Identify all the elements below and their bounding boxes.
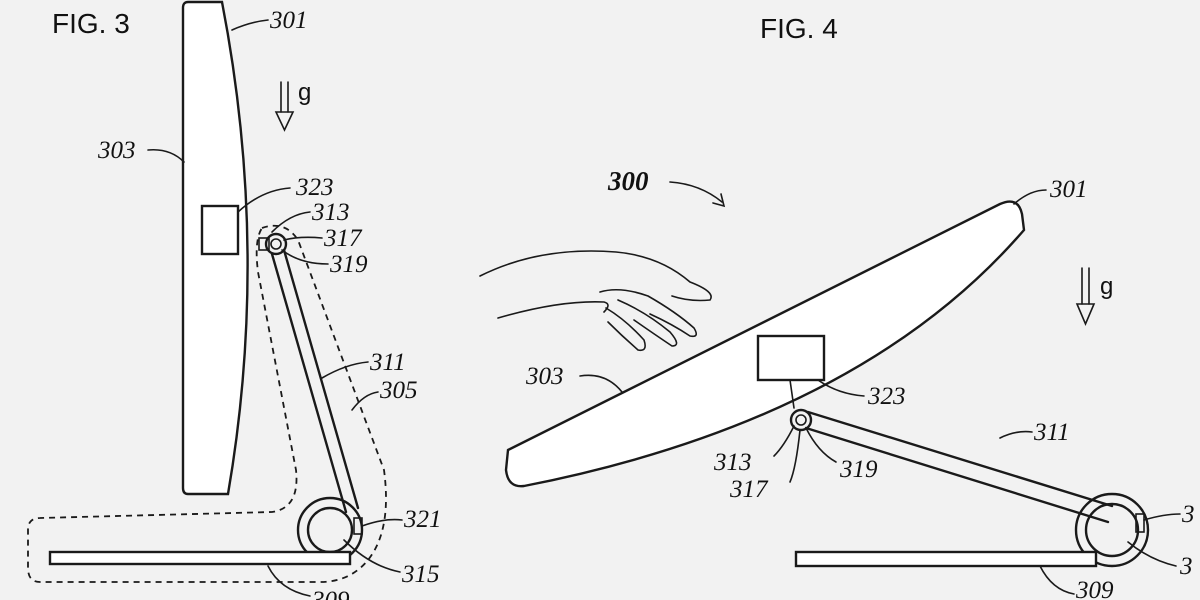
fig4-upper-hinge-pin: [795, 414, 807, 426]
fig4-upper-hinge: [789, 408, 813, 432]
fig3-leader-323: [237, 187, 291, 213]
fig4-base-detail: [1135, 513, 1145, 533]
fig4-label-309: 309: [1075, 577, 1114, 600]
fig3-label-321: 321: [403, 506, 442, 533]
fig3-display-module: [200, 204, 240, 256]
fig3-stand-outline: [27, 224, 387, 583]
fig3-gravity-arrow-head: [274, 111, 295, 132]
fig3-label-303: 303: [97, 137, 136, 164]
fig4-arrow-300: [669, 181, 723, 203]
fig4-label-cut-b: 3: [1179, 553, 1193, 580]
fig3-leader-301: [231, 19, 269, 31]
fig4-leader-cut-a: [1143, 513, 1181, 521]
fig4-label-cut-a: 3: [1181, 501, 1195, 528]
fig3-leader-321: [361, 518, 403, 527]
fig3-arm-edge-left: [270, 252, 348, 514]
fig4-label-323: 323: [867, 383, 906, 410]
fig4-leader-301: [1013, 189, 1047, 205]
fig4-display-module: [756, 334, 826, 382]
fig3-label-319: 319: [329, 251, 368, 278]
fig3-base-plate: [48, 550, 352, 566]
fig4-leader-323: [817, 379, 865, 397]
fig3-label-305: 305: [379, 377, 418, 404]
fig4-group: FIG. 4 300 g: [479, 13, 1195, 600]
fig4-label-313: 313: [713, 449, 752, 476]
fig3-label-311: 311: [369, 349, 406, 376]
fig3-group: FIG. 3 g: [27, 0, 442, 600]
fig3-upper-hinge-pin: [270, 238, 282, 250]
fig3-title: FIG. 3: [52, 8, 130, 39]
fig3-leader-303: [147, 148, 185, 163]
fig3-gravity-arrow-shaft: [280, 81, 289, 113]
fig4-leader-319: [805, 427, 837, 463]
fig4-base-plate: [794, 550, 1098, 568]
fig4-gravity-arrow-shaft: [1081, 267, 1090, 305]
fig3-leader-309: [267, 565, 311, 597]
fig4-leader-309: [1039, 565, 1075, 595]
fig3-leader-315: [343, 539, 401, 573]
fig3-label-309: 309: [311, 587, 350, 600]
fig4-lower-hinge-outer: [1074, 492, 1150, 568]
fig3-label-301: 301: [269, 7, 308, 34]
fig4-label-301: 301: [1049, 176, 1088, 203]
fig4-label-303: 303: [525, 363, 564, 390]
fig4-leader-cut-b: [1127, 541, 1177, 567]
fig4-arrow-300-head: [712, 193, 726, 208]
fig3-label-315: 315: [401, 561, 440, 588]
fig3-leader-305: [351, 391, 379, 411]
fig4-gravity-label: g: [1100, 273, 1113, 300]
fig3-label-323: 323: [295, 174, 334, 201]
fig3-lower-hinge-inner: [306, 506, 354, 554]
fig4-gravity-arrow-head: [1075, 303, 1096, 327]
fig4-title: FIG. 4: [760, 13, 838, 44]
fig3-label-317: 317: [323, 225, 363, 252]
fig4-label-300: 300: [607, 166, 649, 196]
fig3-leader-319: [281, 249, 329, 265]
fig4-leader-303: [579, 374, 623, 393]
fig3-leader-317: [283, 236, 323, 241]
fig3-gravity-label: g: [298, 79, 311, 106]
fig4-lower-hinge-inner: [1084, 502, 1140, 558]
fig3-label-313: 313: [311, 199, 350, 226]
fig3-hinge-bracket: [258, 237, 270, 251]
fig4-label-319: 319: [839, 456, 878, 483]
fig3-upper-hinge: [264, 232, 288, 256]
fig4-label-311: 311: [1033, 419, 1070, 446]
fig4-label-317: 317: [729, 476, 769, 503]
fig4-leader-311: [999, 430, 1033, 439]
fig3-leader-313: [271, 211, 311, 233]
fig3-leader-311: [321, 361, 369, 379]
fig3-arm-edge-right: [282, 248, 360, 510]
fig4-arm-edge-bottom: [804, 426, 1110, 524]
fig4-leader-313: [773, 425, 795, 457]
fig4-module-connector: [789, 379, 795, 409]
fig4-arm-edge-top: [806, 410, 1114, 508]
fig4-leader-317: [789, 429, 801, 483]
fig4-hand-sketch: [479, 250, 712, 352]
